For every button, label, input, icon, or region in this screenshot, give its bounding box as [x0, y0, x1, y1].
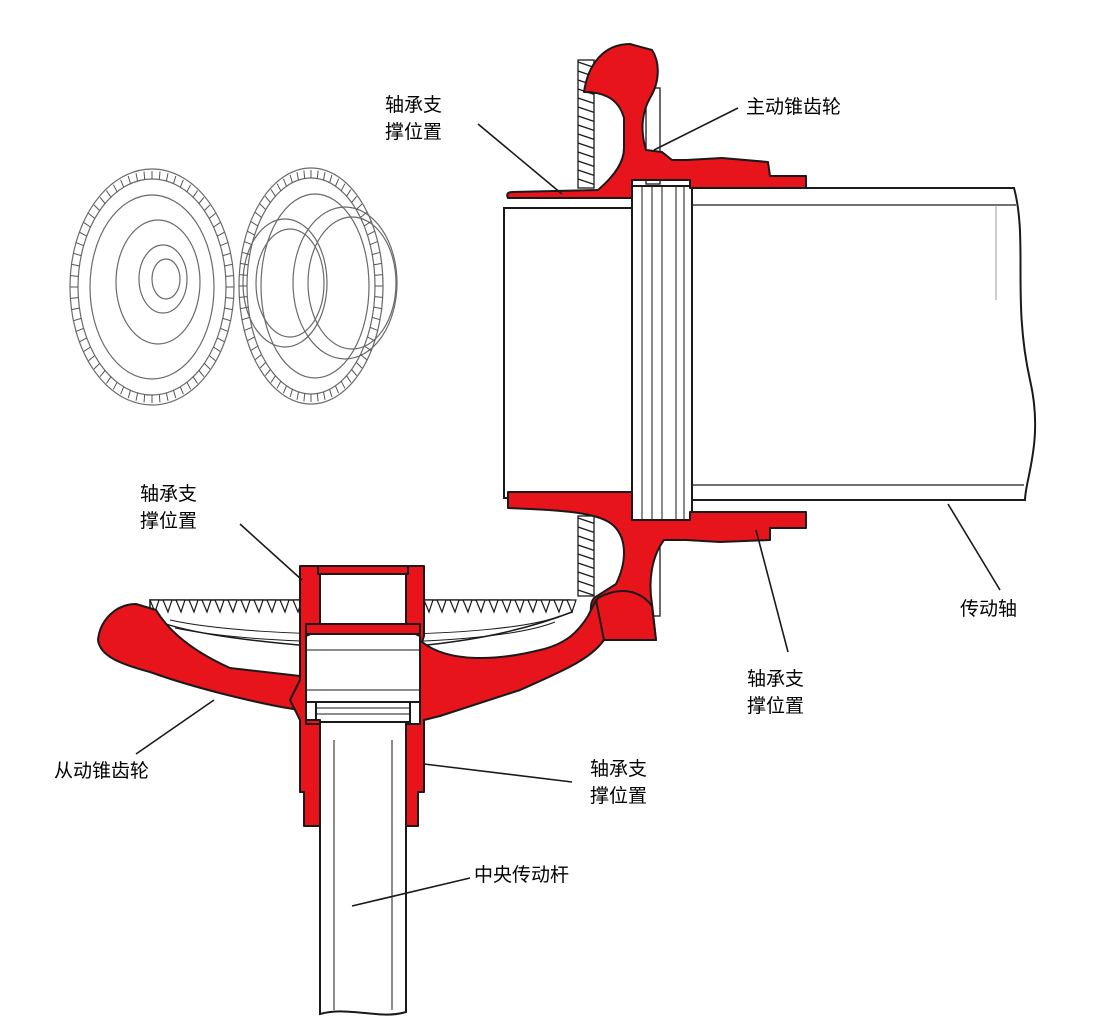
leader-bearing-left	[239, 523, 303, 581]
label-line: 撑位置	[590, 785, 648, 807]
label-bearing-support-left: 轴承支 撑位置	[140, 481, 197, 535]
drive-gear-section	[506, 43, 807, 641]
label-line: 撑位置	[385, 121, 443, 143]
label-line: 轴承支	[385, 94, 443, 116]
label-line: 传动轴	[960, 598, 1018, 620]
label-bearing-support-top: 轴承支 撑位置	[385, 92, 442, 146]
label-line: 轴承支	[590, 758, 648, 780]
leader-bearing-top	[477, 123, 563, 195]
label-drive-bevel-gear: 主动锥齿轮	[746, 94, 841, 121]
label-bearing-support-bottom: 轴承支 撑位置	[590, 756, 647, 810]
driven-gear-hub	[305, 571, 421, 723]
label-line: 中央传动杆	[474, 864, 570, 886]
driven-gear-teeth	[149, 599, 577, 614]
driven-gear-section	[97, 565, 605, 827]
leader-bearing-right	[755, 529, 789, 653]
central-drive-rod	[319, 719, 407, 1016]
leader-driven-gear	[135, 699, 215, 755]
leader-bearing-bottom	[423, 763, 573, 783]
label-line: 撑位置	[140, 510, 198, 532]
label-driven-bevel-gear: 从动锥齿轮	[54, 758, 149, 785]
label-line: 主动锥齿轮	[746, 96, 842, 118]
label-line: 轴承支	[140, 483, 198, 505]
label-line: 轴承支	[747, 668, 805, 690]
right-bevel-gear-3d	[238, 167, 398, 405]
label-drive-shaft: 传动轴	[960, 596, 1017, 623]
leader-drive-shaft	[947, 503, 1001, 591]
leader-lines	[135, 107, 1001, 907]
drive-shaft	[689, 187, 1037, 501]
label-line: 撑位置	[747, 695, 805, 717]
label-central-drive-rod: 中央传动杆	[474, 862, 569, 889]
left-bevel-gear-3d	[69, 168, 235, 406]
drive-gear-hub	[503, 185, 693, 521]
gear-pair-illustration	[69, 167, 398, 406]
leader-central-rod	[351, 877, 471, 907]
leader-drive-gear	[653, 107, 739, 151]
label-line: 从动锥齿轮	[54, 760, 150, 782]
label-bearing-support-right: 轴承支 撑位置	[747, 666, 804, 720]
